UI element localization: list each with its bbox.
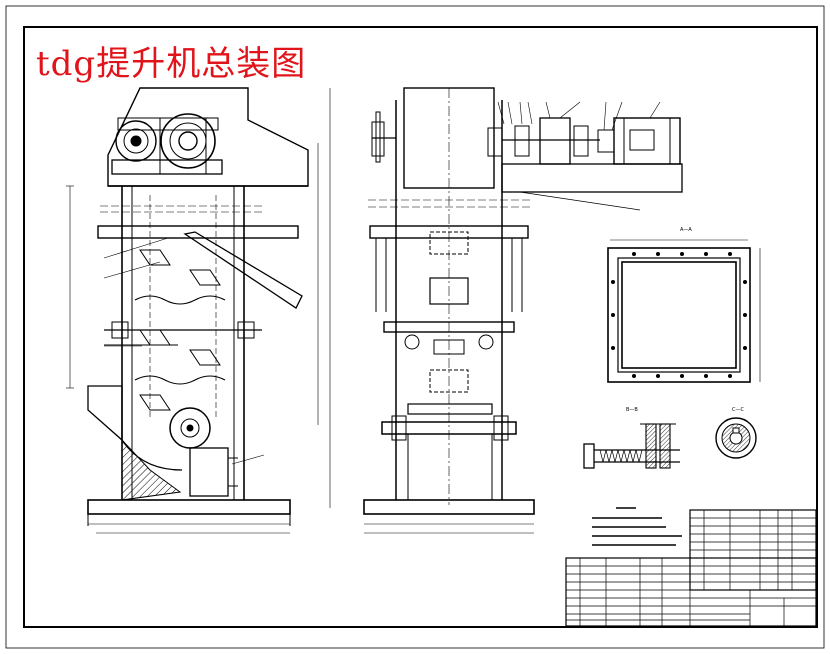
section-b-label: B—B xyxy=(626,407,638,413)
section-a-label: A—A xyxy=(680,227,692,233)
side-elevation-view xyxy=(66,87,331,534)
section-b-view: B—B xyxy=(583,407,680,469)
section-c-label: C—C xyxy=(732,407,744,413)
parts-list-table xyxy=(565,509,817,627)
inner-border xyxy=(23,26,818,628)
drawing-title: tdg提升机总装图 xyxy=(36,44,307,84)
outer-border xyxy=(5,5,825,649)
section-a-view: A—A xyxy=(607,227,761,383)
section-c-view: C—C xyxy=(715,407,757,459)
technical-notes xyxy=(592,507,682,546)
front-elevation-view xyxy=(363,87,683,534)
